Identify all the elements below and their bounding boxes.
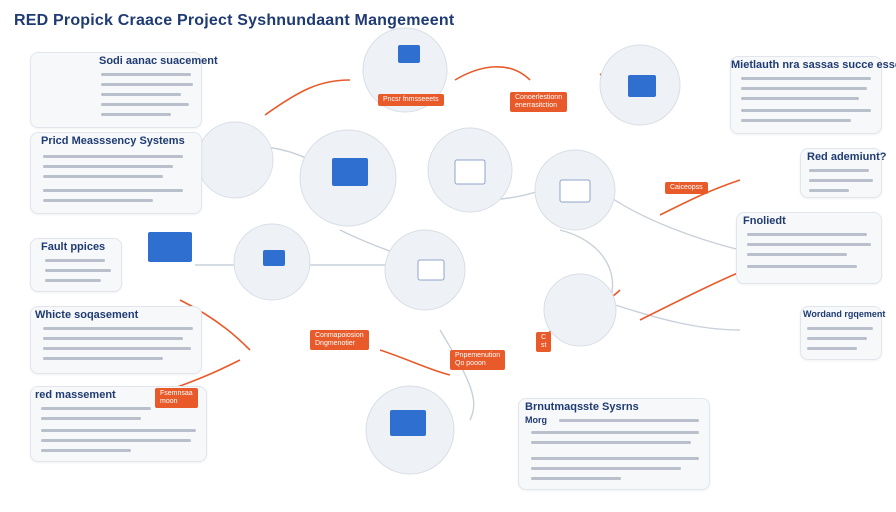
panel-brnutmaqsste: Brnutmaqsste Sysrns Morg [518,398,710,490]
panel-title: Whicte soqasement [35,309,139,321]
panel-subtitle: Morg [525,415,547,425]
tag-conoerlestionn: Conoerlestionn enerrasitction [510,92,568,112]
panel-whicte: Whicte soqasement [30,306,202,374]
panel-fault: Fault ppices [30,238,122,292]
panel-mietlauth: Mietlauth nra sassas succe essemnet [730,56,896,134]
panel-wordand: Wordand rgqement [800,306,886,360]
tag-fsemnsaa: Fsemnsaa moon [155,388,198,408]
panel-title: Mietlauth nra sassas succe essemnet [731,59,896,71]
panel-title: Red ademiunt? [807,151,887,163]
tag-caiceopss: Caiceopss [665,182,708,194]
panel-title: Brnutmaqsste Sysrns [525,401,639,413]
tag-cst: C st [536,332,552,352]
panel-title: Fault ppices [41,241,106,253]
tag-conmapoiosion: Conmapoiosion Dngmenotier [310,330,369,350]
panel-fnoliedt: Fnoliedt [736,212,882,284]
panel-title: Sodi aanac suacement [99,55,218,67]
panel-sodi-aanac: Sodi aanac suacement [30,52,218,128]
panel-red-ademiunt: Red ademiunt? [800,148,886,198]
panel-pricd: Pricd Measssency Systems [30,132,202,214]
panel-title: Wordand rgqement [803,309,886,319]
panel-red-massement: red massement [30,386,207,462]
panel-title: Pricd Measssency Systems [41,135,185,147]
panel-title: Fnoliedt [743,215,786,227]
page-title: RED Propick Craace Project Syshnundaant … [14,12,455,29]
panel-title: red massement [35,389,116,401]
tag-pnpemenution: Pnpemenution Qo pooon [450,350,506,370]
tag-pncsr: Pncsr fnmsseeets [378,94,444,106]
